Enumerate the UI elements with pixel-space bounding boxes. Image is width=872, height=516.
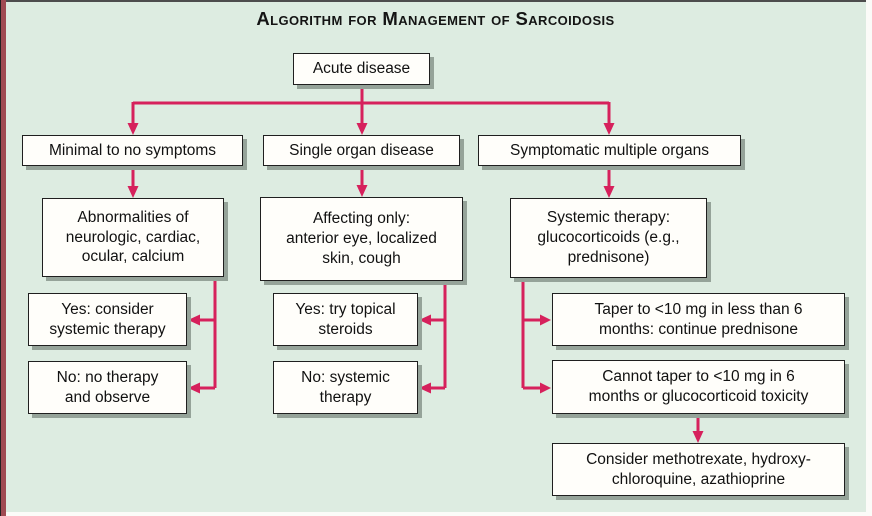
node-label: No: systemic therapy [301, 368, 390, 406]
node-taper-continue-prednisone: Taper to <10 mg in less than 6 months: c… [552, 293, 845, 346]
node-consider-alternative-agents: Consider methotrexate, hydroxy- chloroqu… [552, 443, 845, 496]
node-label: Symptomatic multiple organs [510, 141, 709, 159]
node-symptomatic-multiple-organs: Symptomatic multiple organs [478, 135, 741, 166]
page-edge-bar [0, 0, 6, 516]
node-no-therapy-observe: No: no therapy and observe [28, 361, 187, 414]
node-label: Yes: try topical steroids [295, 300, 396, 338]
node-yes-topical-steroids: Yes: try topical steroids [273, 293, 418, 346]
node-label: Single organ disease [289, 141, 434, 159]
node-yes-consider-systemic: Yes: consider systemic therapy [28, 293, 187, 346]
node-label: Taper to <10 mg in less than 6 months: c… [594, 300, 803, 338]
node-label: Systemic therapy: glucocorticoids (e.g.,… [537, 209, 680, 266]
figure-title: Algorithm for Management of Sarcoidosis [256, 8, 615, 29]
node-label: No: no therapy and observe [56, 368, 159, 406]
node-no-systemic-therapy: No: systemic therapy [273, 361, 418, 414]
node-cannot-taper-toxicity: Cannot taper to <10 mg in 6 months or gl… [552, 360, 845, 414]
node-systemic-therapy-glucocorticoids: Systemic therapy: glucocorticoids (e.g.,… [510, 198, 707, 278]
node-affecting-only-criteria: Affecting only: anterior eye, localized … [260, 197, 463, 281]
node-single-organ-disease: Single organ disease [263, 135, 460, 166]
node-abnormalities-criteria: Abnormalities of neurologic, cardiac, oc… [42, 198, 224, 277]
node-label: Abnormalities of neurologic, cardiac, oc… [65, 208, 201, 266]
node-label: Consider methotrexate, hydroxy- chloroqu… [586, 450, 811, 488]
node-label: Affecting only: anterior eye, localized … [286, 210, 437, 267]
node-label: Cannot taper to <10 mg in 6 months or gl… [588, 368, 809, 405]
node-label: Yes: consider systemic therapy [49, 300, 166, 338]
node-label: Minimal to no symptoms [48, 141, 217, 159]
node-acute-disease: Acute disease [293, 53, 430, 85]
node-minimal-symptoms: Minimal to no symptoms [22, 135, 243, 166]
node-label: Acute disease [312, 60, 411, 78]
